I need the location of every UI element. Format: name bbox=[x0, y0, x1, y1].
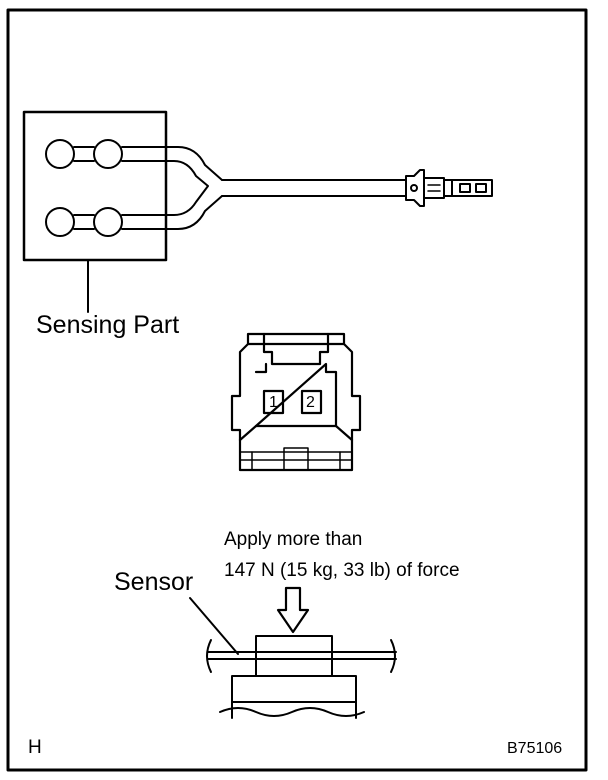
connector-cavity bbox=[254, 362, 338, 428]
sensor-sheet bbox=[206, 639, 397, 673]
lower-contact-track bbox=[45, 207, 123, 237]
sensing-part-label: Sensing Part bbox=[36, 311, 180, 339]
cable-terminal bbox=[405, 169, 493, 207]
figure-code: B75106 bbox=[507, 740, 563, 757]
force-test-detail bbox=[189, 586, 397, 719]
sensor-cable bbox=[221, 179, 407, 197]
sensor-leader bbox=[189, 597, 239, 655]
sensing-pad bbox=[22, 110, 168, 262]
connector-latch bbox=[262, 332, 330, 366]
corner-letter: H bbox=[28, 737, 42, 758]
connector-housing bbox=[230, 332, 362, 472]
pin-2-label: 2 bbox=[306, 394, 315, 411]
upper-contact-track bbox=[45, 139, 123, 169]
force-instruction-line-2: 147 N (15 kg, 33 lb) of force bbox=[224, 560, 460, 581]
pressure-block bbox=[255, 635, 333, 677]
sensing-part bbox=[22, 110, 223, 313]
pin-1-box bbox=[262, 389, 285, 415]
down-arrow-icon bbox=[276, 586, 310, 634]
connector-bottom-fins bbox=[239, 447, 353, 471]
support-base bbox=[219, 675, 365, 719]
pin-2-box bbox=[300, 389, 323, 415]
sensor-label: Sensor bbox=[114, 568, 194, 596]
force-instruction-line-1: Apply more than bbox=[224, 529, 363, 550]
connector-front-view bbox=[230, 332, 362, 472]
pin-1-label: 1 bbox=[269, 394, 278, 411]
track-leads bbox=[121, 146, 223, 230]
figure-frame bbox=[6, 8, 588, 772]
